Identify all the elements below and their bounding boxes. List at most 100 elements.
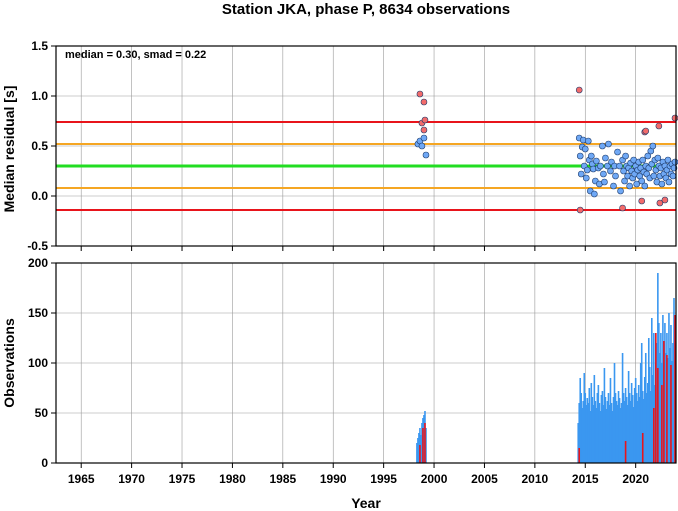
x-tick-label: 2000 [421, 472, 448, 486]
observation-bar [420, 435, 422, 463]
observation-bar [582, 401, 585, 463]
observation-bar [659, 353, 661, 463]
residual-point [604, 162, 611, 170]
observation-bar [584, 393, 587, 463]
bottom-y-tick-label: 100 [28, 356, 48, 370]
residual-point [665, 178, 673, 186]
observation-bar [668, 313, 670, 463]
residual-point [638, 197, 646, 205]
observation-bar [635, 393, 638, 463]
observation-bar [590, 383, 593, 463]
top-y-tick-label: 0.5 [31, 139, 48, 153]
residual-point [416, 90, 424, 98]
observation-bar [663, 341, 665, 463]
observation-bar [600, 395, 603, 463]
observation-bar [604, 397, 607, 463]
observation-bar [421, 423, 423, 463]
observation-bar [614, 393, 617, 463]
residual-point [418, 142, 426, 150]
observation-bar [644, 353, 647, 463]
observation-bar [585, 405, 588, 463]
top-y-axis-label: Median residual [s] [1, 86, 17, 213]
observation-bar [653, 333, 655, 463]
observation-bar [662, 315, 664, 463]
residual-point [633, 180, 640, 188]
observation-bar [578, 448, 581, 463]
observation-bar [587, 403, 590, 463]
residual-point [656, 199, 664, 207]
residual-point [575, 86, 583, 94]
x-tick-label: 1990 [320, 472, 347, 486]
residual-point [620, 167, 627, 175]
observation-bar [422, 428, 424, 463]
residual-point [641, 182, 649, 190]
top-y-tick-label: 1.0 [31, 89, 48, 103]
observation-bar [625, 397, 628, 463]
observation-bar [623, 401, 626, 463]
observation-bar [673, 298, 675, 463]
observation-bar [665, 353, 667, 463]
observation-bar [656, 343, 658, 463]
residual-point [420, 126, 428, 134]
observation-bar [653, 408, 655, 463]
observation-bar [586, 398, 589, 463]
observation-bar [592, 405, 595, 463]
chart-title: Station JKA, phase P, 8634 observations [222, 1, 510, 18]
observation-bar [602, 405, 605, 463]
residual-point [583, 166, 591, 174]
observation-bar [417, 438, 419, 463]
observation-bar [657, 368, 659, 463]
residual-point [605, 140, 612, 148]
residual-point [661, 196, 669, 204]
residual-point [597, 162, 604, 170]
residual-point [655, 122, 663, 130]
residual-point [577, 170, 585, 178]
observation-bar [660, 333, 662, 463]
observation-bar [672, 343, 674, 463]
observation-bar [639, 363, 642, 463]
observation-bar [632, 407, 635, 463]
observation-bar [596, 393, 599, 463]
observation-bar [619, 408, 622, 463]
residual-point [591, 190, 598, 198]
observation-bar [637, 385, 640, 463]
top-y-tick-label: 0.0 [31, 189, 48, 203]
observation-bar [627, 371, 630, 463]
observation-bar [617, 391, 620, 463]
x-tick-label: 1985 [269, 472, 296, 486]
observation-bar [652, 375, 654, 463]
observation-bar [606, 401, 609, 463]
observation-bar [578, 403, 581, 463]
x-tick-label: 1980 [219, 472, 246, 486]
residual-point [588, 152, 595, 160]
bottom-y-axis-label: Observations [1, 318, 17, 408]
observation-bar [667, 358, 669, 463]
residual-point [607, 167, 614, 175]
observation-bar [591, 397, 594, 463]
residual-point [576, 206, 584, 214]
bottom-y-tick-label: 150 [28, 306, 48, 320]
observation-bar [610, 403, 613, 463]
residual-point [638, 177, 646, 185]
observation-bar [580, 393, 583, 463]
residual-point [610, 182, 617, 190]
observation-bar [416, 443, 418, 463]
x-tick-label: 2020 [622, 472, 649, 486]
observation-bar [666, 355, 668, 463]
observation-bar [661, 385, 663, 463]
residual-point [584, 137, 592, 145]
observation-bar [655, 333, 657, 463]
residual-point [593, 157, 600, 165]
observation-bar [629, 401, 632, 463]
observation-bar [634, 378, 637, 463]
residual-point [600, 170, 607, 178]
residual-point [617, 187, 624, 195]
bottom-y-tick-label: 50 [35, 406, 49, 420]
residual-point [642, 127, 650, 135]
x-tick-label: 1995 [370, 472, 397, 486]
top-y-tick-label: -0.5 [27, 239, 48, 253]
residual-point [576, 152, 584, 160]
observation-bar [583, 373, 586, 463]
